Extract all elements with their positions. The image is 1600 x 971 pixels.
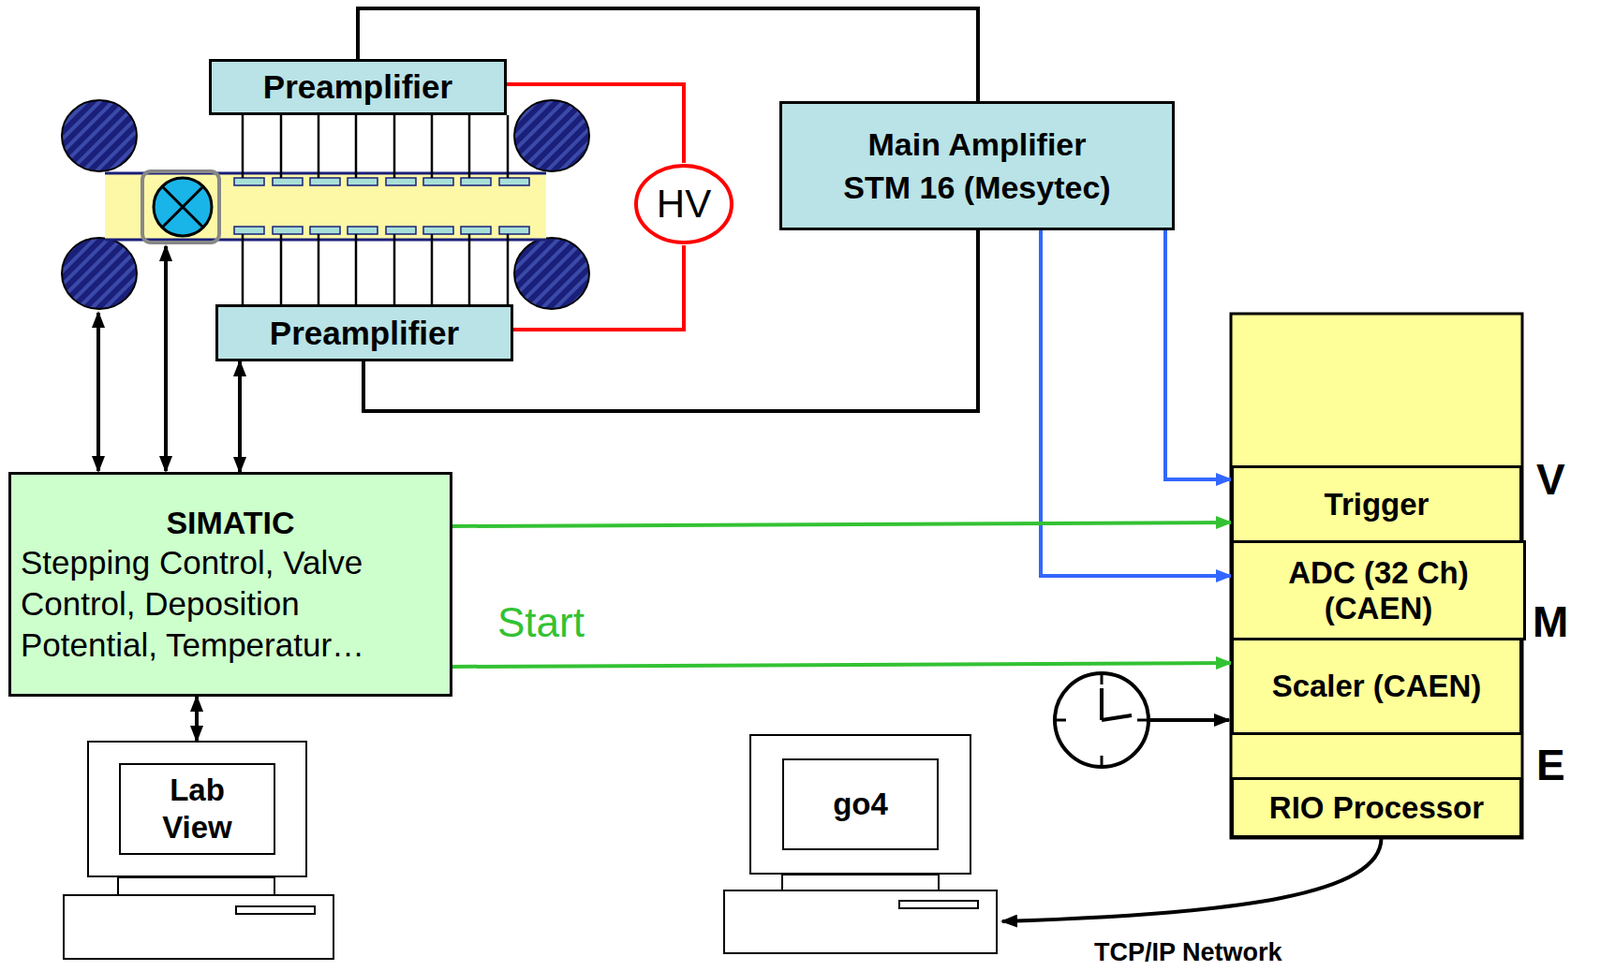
wire [393,115,397,178]
computer-monitor: go4 [749,734,972,875]
controller-box: SIMATICStepping Control, Valve Control, … [8,472,453,697]
computer-slot [899,901,978,909]
edge-label: TCP/IP Network [1094,938,1283,968]
wire [430,234,434,305]
source-cross [162,186,204,228]
electrode-pad [423,226,454,235]
electrode-pad [310,177,341,186]
preamplifier-box: Preamplifier [208,59,507,116]
electrode-pad [460,177,491,186]
wire [355,234,358,305]
computer-slot [236,906,315,915]
connector [513,245,684,330]
control-arrow [163,246,168,472]
clock-hand [1101,715,1132,721]
coil [514,237,590,310]
vme-slot: RIO Processor [1230,777,1523,839]
slot-label: Scaler (CAEN) [1272,668,1482,705]
hv-ellipse: HV [633,162,735,246]
electrode-pad [385,226,416,235]
coil [61,237,137,310]
edge-label: Start [497,599,585,647]
wire [280,234,283,305]
wire [506,234,510,305]
computer-base [724,890,997,954]
coil [61,100,137,172]
control-arrow [96,312,101,472]
source-holder [142,171,220,243]
wire [280,115,283,178]
computer-neck [782,874,939,891]
bus-letter: V [1536,454,1566,505]
connector [1165,230,1231,480]
slot-label: Trigger [1324,487,1430,523]
hv-label: HV [656,181,712,227]
box-title: Preamplifier [269,314,460,353]
electrode-pad [423,177,454,186]
electrode-pad [234,226,265,235]
detector-band [104,173,547,240]
connector [506,84,684,163]
computer-monitor: Lab View [87,740,308,878]
vme-slot: ADC (32 Ch) (CAEN) [1230,540,1526,641]
wire [355,115,358,178]
electrode-pad [460,226,491,235]
computer-neck [118,877,275,896]
wire [506,115,510,178]
preamp-wires [242,115,508,305]
electrode-pad [499,226,530,235]
wire [317,115,321,178]
electrode-pad [272,226,303,235]
preamplifier-box: Preamplifier [215,304,514,362]
connector [1002,838,1382,922]
vme-slot: Scaler (CAEN) [1230,637,1523,736]
clock-tick [1100,755,1104,768]
computer-base [63,895,334,960]
clock-tick [1137,719,1149,723]
wire [241,234,245,305]
source [153,177,212,237]
amplifier-box: Main AmplifierSTM 16 (Mesytec) [779,101,1175,231]
source-cross [162,186,204,228]
vme-slot: Trigger [1230,465,1523,544]
box-title: STM 16 (Mesytec) [843,165,1111,209]
box-title: Preamplifier [263,68,453,106]
box-body: Stepping Control, Valve Control, Deposit… [20,542,441,667]
electrode-pad [347,226,378,235]
electrode-pad [310,226,341,235]
slot-label: ADC (32 Ch) (CAEN) [1237,555,1520,627]
slot-label: RIO Processor [1269,790,1484,827]
clock-hand [1099,688,1104,721]
wire [393,234,397,305]
electrode-pad [385,177,416,186]
box-title: Main Amplifier [868,122,1087,166]
electrode-pad [234,177,265,186]
connector [452,663,1231,667]
screen-label: go4 [782,758,939,851]
screen-label: Lab View [118,763,276,856]
bus-letter: E [1536,740,1566,791]
wire [430,115,434,178]
box-title: SIMATIC [20,503,441,543]
electrode-pad [499,177,530,186]
wire [468,234,472,305]
connector [194,696,199,741]
clock [1054,673,1149,768]
wire [241,115,245,178]
clock-tick [1054,719,1067,723]
electrode-pads [234,177,530,235]
wire [468,115,472,178]
clock-tick [1100,673,1104,685]
bus-letter: M [1532,596,1569,648]
coil [514,100,590,172]
clock-arrow [1150,718,1230,723]
wire [317,234,321,305]
connector [452,522,1231,527]
electrode-pad [347,177,378,186]
electrode-pad [272,177,303,186]
connector [237,361,242,473]
